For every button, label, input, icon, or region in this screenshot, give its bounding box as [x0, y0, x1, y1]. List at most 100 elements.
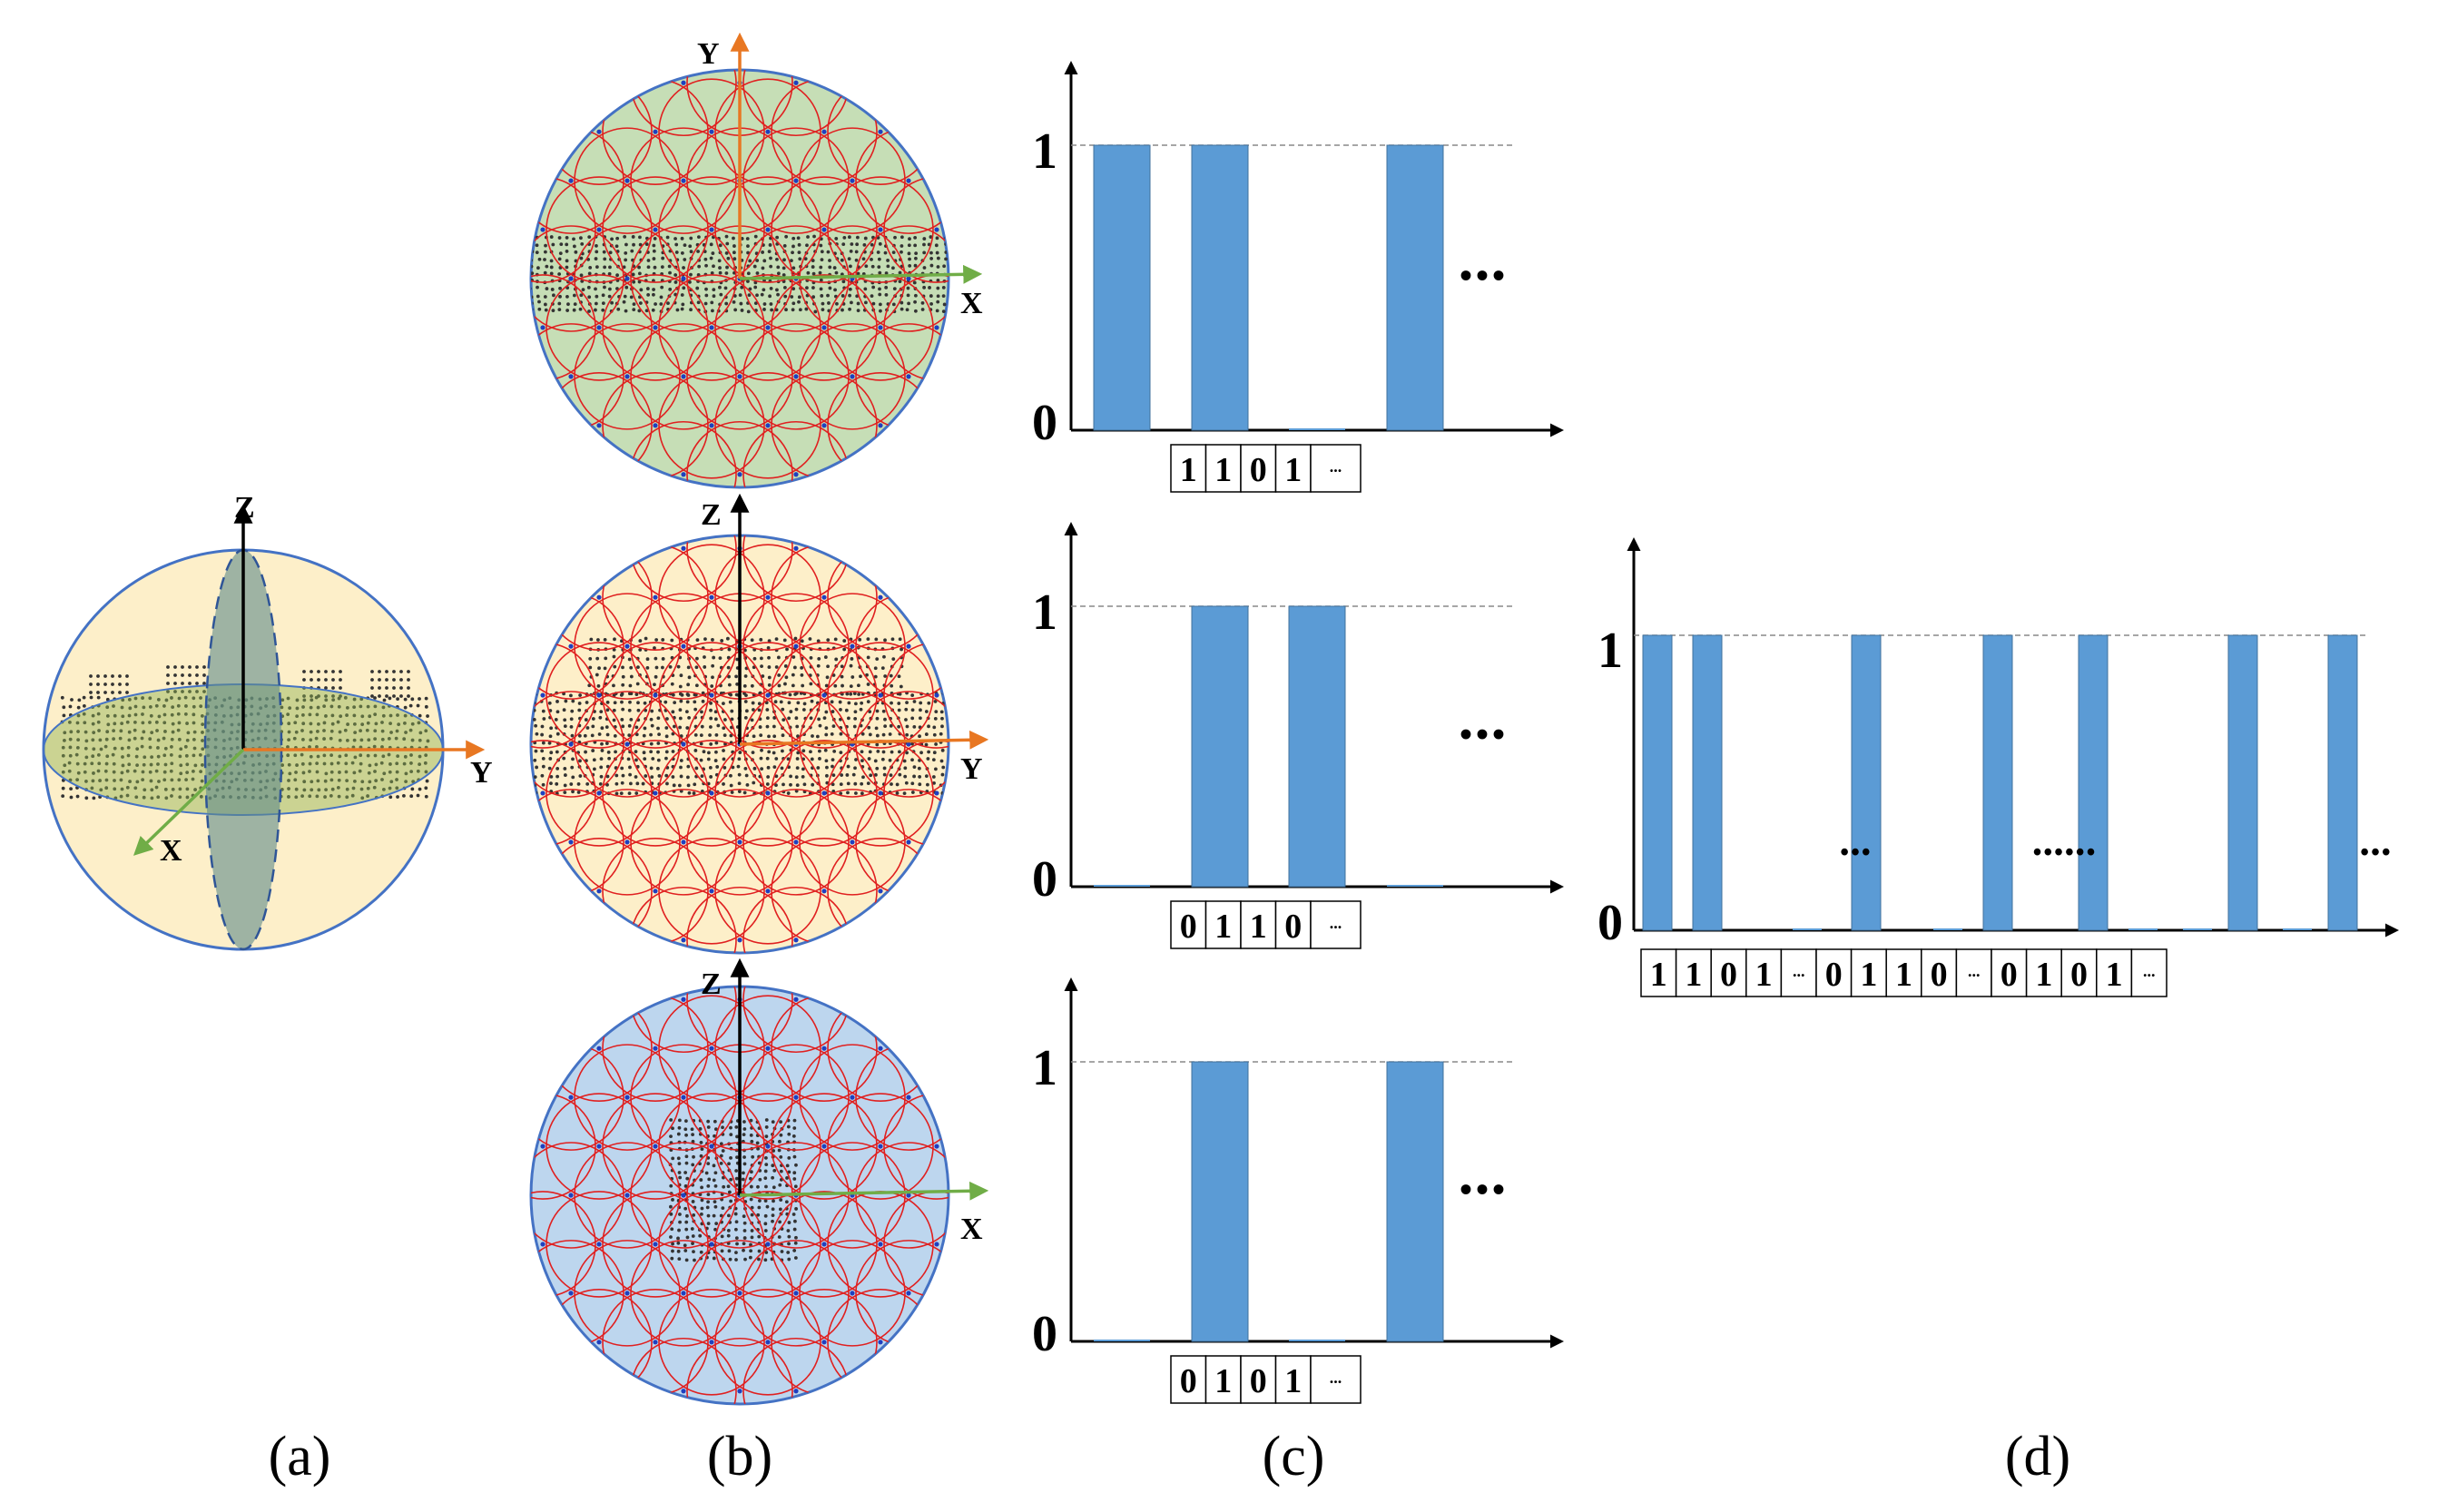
cloud-point — [724, 251, 729, 255]
cloud-point — [381, 787, 386, 791]
cloud-point — [783, 294, 788, 299]
cloud-point — [571, 790, 575, 794]
cloud-point — [718, 243, 723, 248]
cloud-point — [92, 731, 96, 735]
cloud-point — [677, 1125, 682, 1130]
cloud-point — [378, 686, 381, 690]
cloud-point — [727, 1249, 732, 1253]
circle-center — [681, 545, 686, 551]
cloud-point — [622, 299, 626, 304]
cloud-point — [185, 738, 190, 742]
cloud-point — [164, 796, 169, 800]
cloud-point — [628, 765, 632, 770]
cloud-point — [726, 1228, 731, 1232]
cloud-point — [886, 264, 890, 269]
cloud-point — [649, 766, 654, 771]
cloud-point — [345, 713, 349, 717]
cloud-point — [373, 712, 378, 717]
cloud-point — [578, 307, 583, 311]
cloud-point — [202, 690, 206, 693]
cloud-point — [818, 723, 822, 728]
circle-center — [568, 374, 574, 379]
cloud-point — [195, 665, 199, 669]
cloud-point — [817, 657, 821, 661]
cloud-point — [782, 285, 787, 290]
sampling-circle — [630, 691, 737, 798]
code-digit: 0 — [1284, 908, 1302, 946]
cloud-point — [795, 757, 800, 761]
cloud-point — [113, 787, 117, 791]
cloud-point — [558, 251, 563, 256]
cloud-point — [74, 752, 79, 757]
cloud-point — [370, 670, 374, 673]
cloud-point — [944, 257, 948, 261]
circle-center — [737, 472, 742, 477]
cloud-point — [718, 266, 722, 270]
cloud-point — [882, 766, 887, 771]
cloud-point — [91, 779, 95, 783]
cloud-point — [866, 637, 870, 642]
cloud-point — [939, 759, 944, 763]
cloud-point — [924, 710, 929, 713]
cloud-point — [809, 656, 813, 660]
cloud-point — [900, 300, 904, 305]
cloud-point — [550, 288, 555, 291]
cloud-point — [388, 762, 392, 766]
cloud-point — [133, 704, 138, 709]
cloud-point — [83, 770, 87, 774]
cloud-point — [940, 748, 945, 752]
cloud-point — [179, 747, 183, 751]
cloud-point — [787, 701, 791, 705]
cloud-point — [691, 1133, 695, 1137]
cloud-point — [906, 293, 910, 298]
cloud-point — [898, 750, 901, 754]
cloud-point — [557, 301, 562, 306]
cloud-point — [720, 1193, 724, 1196]
cloud-point — [192, 737, 196, 741]
cloud-point — [743, 674, 748, 678]
cloud-point — [857, 683, 860, 688]
cloud-point — [895, 782, 900, 787]
cloud-point — [344, 761, 349, 766]
bar — [2327, 634, 2358, 931]
cloud-point — [105, 705, 110, 710]
cloud-point — [111, 682, 114, 686]
cloud-point — [563, 773, 567, 777]
code-digit: ... — [1330, 914, 1342, 932]
cloud-point — [786, 1251, 791, 1254]
cloud-point — [724, 234, 729, 239]
cloud-point — [669, 1183, 673, 1188]
cloud-point — [891, 657, 896, 662]
circle-center — [653, 423, 658, 428]
cloud-point — [127, 697, 132, 702]
cloud-point — [683, 1206, 688, 1211]
cloud-point — [656, 750, 660, 754]
x-axis-b2 — [739, 1181, 989, 1201]
cloud-point — [162, 704, 166, 708]
cloud-point — [399, 670, 403, 673]
cloud-point — [932, 781, 936, 785]
circle-center — [906, 1291, 911, 1296]
cloud-point — [767, 665, 772, 669]
cloud-point — [746, 280, 750, 283]
cloud-point — [549, 751, 554, 755]
cloud-point — [742, 790, 747, 795]
cloud-point — [695, 656, 699, 661]
cloud-point — [757, 1249, 762, 1253]
cloud-point — [373, 729, 378, 733]
cloud-point — [858, 637, 862, 642]
cloud-point — [697, 235, 701, 240]
cloud-point — [148, 770, 152, 774]
cloud-point — [162, 736, 166, 741]
cloud-point — [764, 1251, 769, 1254]
cloud-point — [680, 293, 684, 297]
cloud-point — [759, 733, 763, 738]
projection-view-xy: Y X — [529, 32, 983, 489]
cloud-point — [676, 1241, 681, 1245]
cloud-point — [588, 656, 593, 661]
cloud-point — [868, 732, 872, 737]
cloud-point — [722, 726, 726, 731]
circle-center — [878, 790, 883, 796]
cloud-point — [724, 271, 729, 275]
cloud-point — [179, 771, 183, 776]
